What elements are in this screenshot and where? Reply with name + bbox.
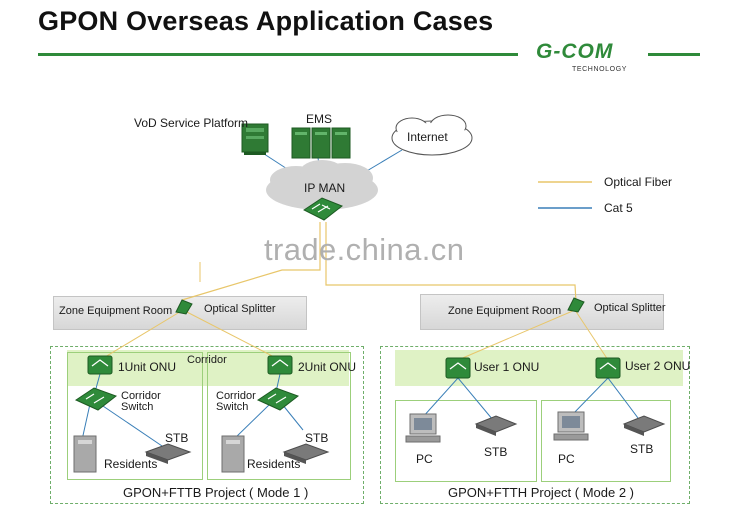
left-zone-equipment-room-label: Zone Equipment Room xyxy=(59,305,173,317)
internet-label: Internet xyxy=(407,130,448,144)
right-project-caption: GPON+FTTH Project ( Mode 2 ) xyxy=(448,485,635,500)
user1-box xyxy=(395,400,537,482)
right-stb2-icon xyxy=(622,415,666,436)
cat5-user2-stb xyxy=(607,377,639,419)
corridor-switch2-icon xyxy=(256,387,300,411)
title-underline-right xyxy=(648,53,700,56)
corridor-switch1-icon xyxy=(74,387,118,411)
unit1-onu-icon xyxy=(87,355,113,375)
user2-pc-label: PC xyxy=(558,452,575,466)
right-stb2-label: STB xyxy=(630,442,654,456)
user2-pc-icon xyxy=(553,411,589,441)
ip-man-router-icon xyxy=(303,197,343,221)
corridor-band xyxy=(67,350,349,386)
left-stb2-icon xyxy=(282,443,330,464)
left-stb1-label: STB xyxy=(165,431,189,445)
unit2-onu-icon xyxy=(267,355,293,375)
unit2-box xyxy=(207,352,351,480)
unit2-onu-label: 2Unit ONU xyxy=(298,360,357,374)
internet-cloud-icon xyxy=(391,114,473,156)
watermark: trade.china.cn xyxy=(264,232,465,267)
corridor-switch1-label: Corridor Switch xyxy=(121,390,161,413)
right-optical-splitter-label: Optical Splitter xyxy=(594,302,666,314)
unit1-box xyxy=(67,352,203,480)
cat5-switch1-stb xyxy=(99,403,166,449)
gcom-logo: G-COM xyxy=(536,40,614,63)
cat5-user2-pc xyxy=(570,377,609,417)
vod-server-icon xyxy=(241,123,269,155)
cat5-switch2-stb xyxy=(281,403,304,431)
residents2-label: Residents xyxy=(247,457,301,471)
residents1-label: Residents xyxy=(104,457,158,471)
title-underline xyxy=(38,53,518,56)
ip-man-cloud-icon xyxy=(266,160,378,210)
fiber-splitter-user2 xyxy=(574,309,609,361)
left-optical-splitter-icon xyxy=(175,299,193,315)
left-project-caption: GPON+FTTB Project ( Mode 1 ) xyxy=(123,485,309,500)
unit1-onu-label: 1Unit ONU xyxy=(118,360,177,374)
cat5-switch2-resident xyxy=(232,403,271,441)
right-onu-band xyxy=(395,350,683,386)
gcom-logo-tagline: TECHNOLOGY xyxy=(572,66,628,73)
legend-fiber-label: Optical Fiber xyxy=(604,175,673,189)
right-zone-equipment-room-label: Zone Equipment Room xyxy=(448,305,562,317)
right-project-frame xyxy=(380,346,690,504)
left-optical-splitter-label: Optical Splitter xyxy=(204,303,276,315)
fiber-splitter-unit2 xyxy=(182,309,281,361)
ems-label: EMS xyxy=(306,112,333,126)
user2-box xyxy=(541,400,671,482)
corridor-label: Corridor xyxy=(187,354,227,366)
fiber-to-right-splitter xyxy=(325,222,577,303)
cat5-user1-pc xyxy=(421,377,459,419)
ip-man-label: IP MAN xyxy=(304,181,346,195)
ems-server-icon xyxy=(291,127,351,159)
legend-cat5-label: Cat 5 xyxy=(604,201,633,215)
corridor-switch2-label: Corridor Switch xyxy=(216,390,256,413)
left-project-frame xyxy=(50,346,364,504)
user1-pc-icon xyxy=(405,413,441,443)
left-stb1-icon xyxy=(144,443,192,464)
fiber-splitter-user1 xyxy=(457,309,576,361)
vod-service-platform-label: VoD Service Platform xyxy=(134,116,249,130)
right-optical-splitter-icon xyxy=(567,297,585,313)
page-title: GPON Overseas Application Cases xyxy=(38,6,494,36)
user2-onu-label: User 2 ONU xyxy=(625,359,691,373)
right-stb1-icon xyxy=(474,415,518,436)
user1-onu-icon xyxy=(445,357,471,379)
right-stb1-label: STB xyxy=(484,445,508,459)
left-stb2-label: STB xyxy=(305,431,329,445)
resident1-computer-icon xyxy=(73,435,97,473)
cat5-switch1-resident xyxy=(81,403,91,441)
cat5-user1-stb xyxy=(457,377,494,421)
fiber-to-left-splitter xyxy=(181,222,321,301)
user2-onu-icon xyxy=(595,357,621,379)
fiber-splitter-unit1 xyxy=(99,309,184,361)
user1-pc-label: PC xyxy=(416,452,433,466)
user1-onu-label: User 1 ONU xyxy=(474,360,540,374)
resident2-computer-icon xyxy=(221,435,245,473)
